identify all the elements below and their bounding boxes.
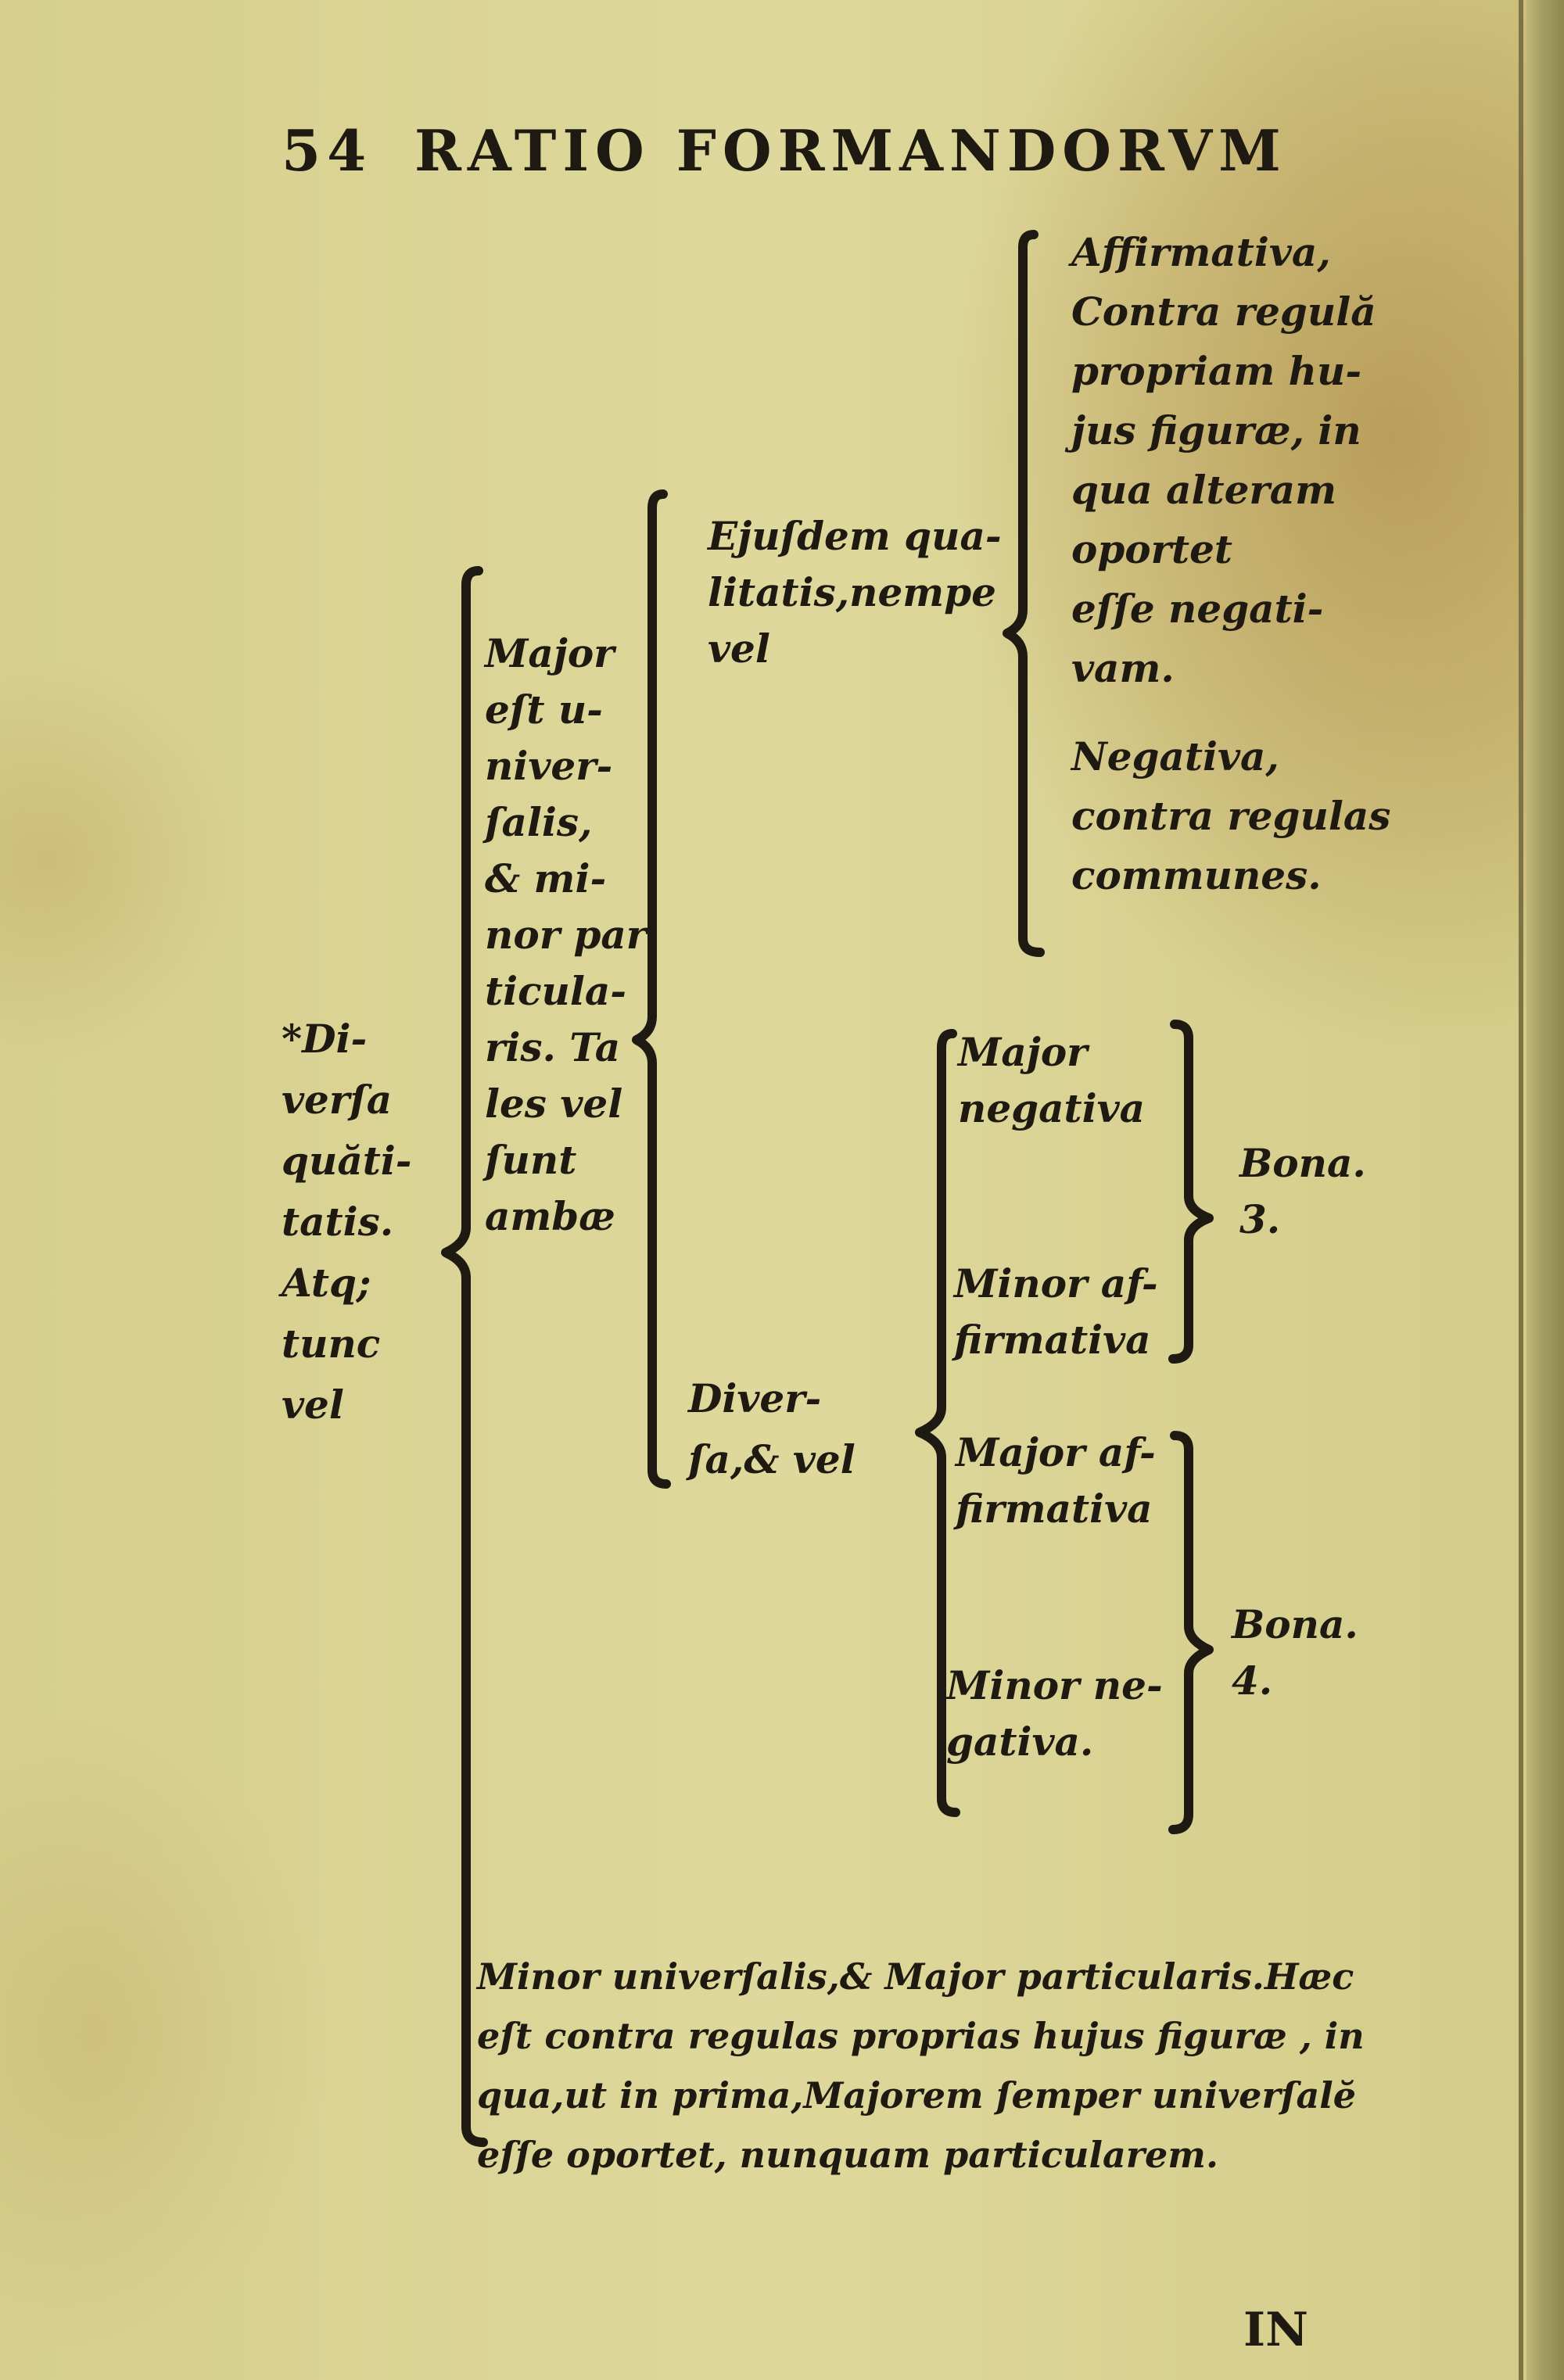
branch-ejusdem-qualitatis: Ejuſdem qua- litatis,nempe vel (708, 513, 1002, 672)
brace-ejusdem-diversa (632, 489, 671, 1489)
leaf-minor-affirmativa: Minor af- firmativa (954, 1260, 1158, 1363)
brace-affirmativa-negativa (1003, 230, 1045, 957)
running-title: RATIO FORMANDORVM (414, 117, 1287, 184)
leaf-affirmativa: Affirmativa, Contra regulă propriam hu- … (1071, 229, 1376, 691)
branch-diversa: Diver- ſa,& vel (688, 1375, 856, 1482)
leaf-negativa: Negativa, contra regulas communes. (1071, 733, 1391, 898)
root-diversa-quantitatis: *Di- verſa quăti- tatis. Atq; tunc vel (282, 1016, 412, 1428)
leaf-minor-negativa: Minor ne- gativa. (946, 1662, 1163, 1765)
branch-major-universalis: Major eſt u- niver- ſalis, & mi- nor par… (485, 630, 647, 1239)
catchword: IN (1243, 2303, 1308, 2357)
brace-bona-3 (1168, 1020, 1214, 1364)
brace-bona-4 (1168, 1431, 1214, 1834)
brace-diversa-options (915, 1029, 960, 1817)
page-edge (1526, 0, 1564, 2380)
result-bona-4: Bona. 4. (1232, 1601, 1358, 1704)
result-bona-3: Bona. 3. (1239, 1140, 1366, 1242)
leaf-major-negativa: Major negativa (958, 1029, 1146, 1131)
branch-minor-universalis: Minor univerſalis,& Major particularis.H… (477, 1955, 1365, 2176)
page-number: 54 (282, 117, 373, 184)
page-gutter-line (1519, 0, 1523, 2380)
brace-major-minor-universalis (441, 566, 488, 2147)
leaf-major-affirmativa: Major af- firmativa (956, 1429, 1156, 1532)
